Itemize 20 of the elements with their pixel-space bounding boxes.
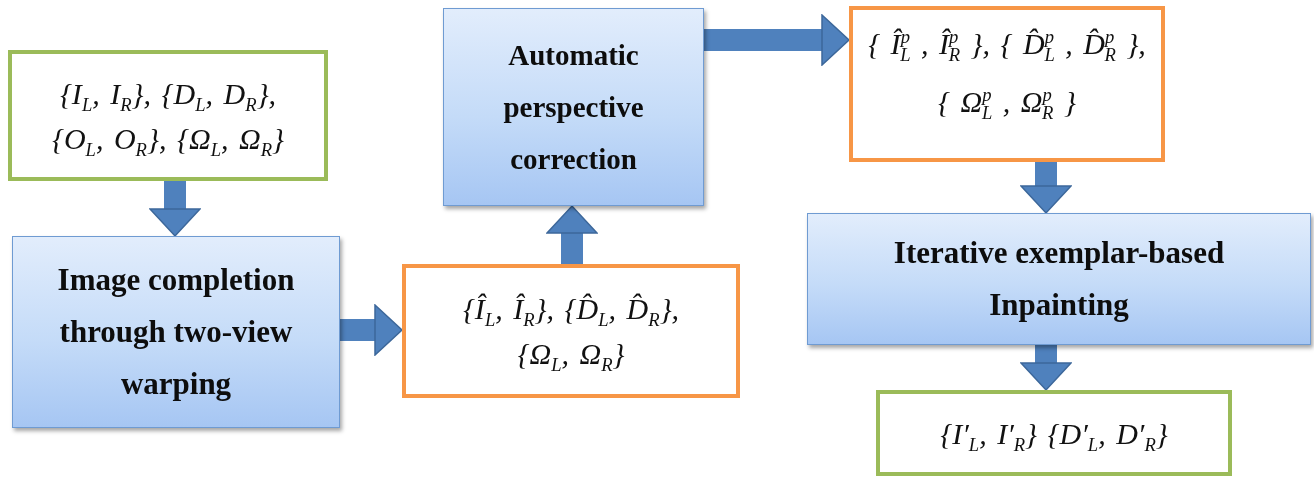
block-arrow bbox=[1020, 162, 1072, 214]
process-box bbox=[807, 213, 1311, 345]
process-box bbox=[443, 8, 704, 206]
block-arrow bbox=[340, 304, 403, 356]
process-label: Iterative exemplar-based Inpainting bbox=[892, 234, 1226, 324]
process-label: Automatic perspective correction bbox=[502, 38, 645, 177]
data-box bbox=[876, 390, 1232, 476]
block-arrow bbox=[546, 205, 598, 264]
block-arrow bbox=[149, 181, 201, 237]
math-expression: {I′$_{L}$, I′$_{R}$} {D′$_{L}$, D′$_{R}$} bbox=[940, 415, 1168, 456]
math-expression: { Î$^{p}$$_{L}$ , Î$^{p}$$_{R}$ }, { D̂$^{p}$$_{L}$ , D̂$^{p}$$_{R}$ }, { Ω$^{p}$$_{L}$ , Ω$^{p}$$_{R}$ } bbox=[867, 25, 1147, 125]
data-box bbox=[402, 264, 740, 398]
math-expression: {Î$_{L}$, Î$_{R}$}, {D̂$_{L}$, D̂$_{R}$}, {Ω$_{L}$, Ω$_{R}$} bbox=[461, 291, 681, 376]
data-box bbox=[849, 6, 1165, 162]
block-arrow bbox=[704, 14, 850, 66]
process-box bbox=[12, 236, 340, 428]
process-label: Image completion through two-view warping bbox=[56, 261, 296, 403]
math-expression: {I$_{L}$, I$_{R}$}, {D$_{L}$, D$_{R}$}, {O$_{L}$, O$_{R}$}, {Ω$_{L}$, Ω$_{R}$} bbox=[50, 75, 286, 161]
block-arrow bbox=[1020, 345, 1072, 391]
data-box bbox=[8, 50, 328, 181]
